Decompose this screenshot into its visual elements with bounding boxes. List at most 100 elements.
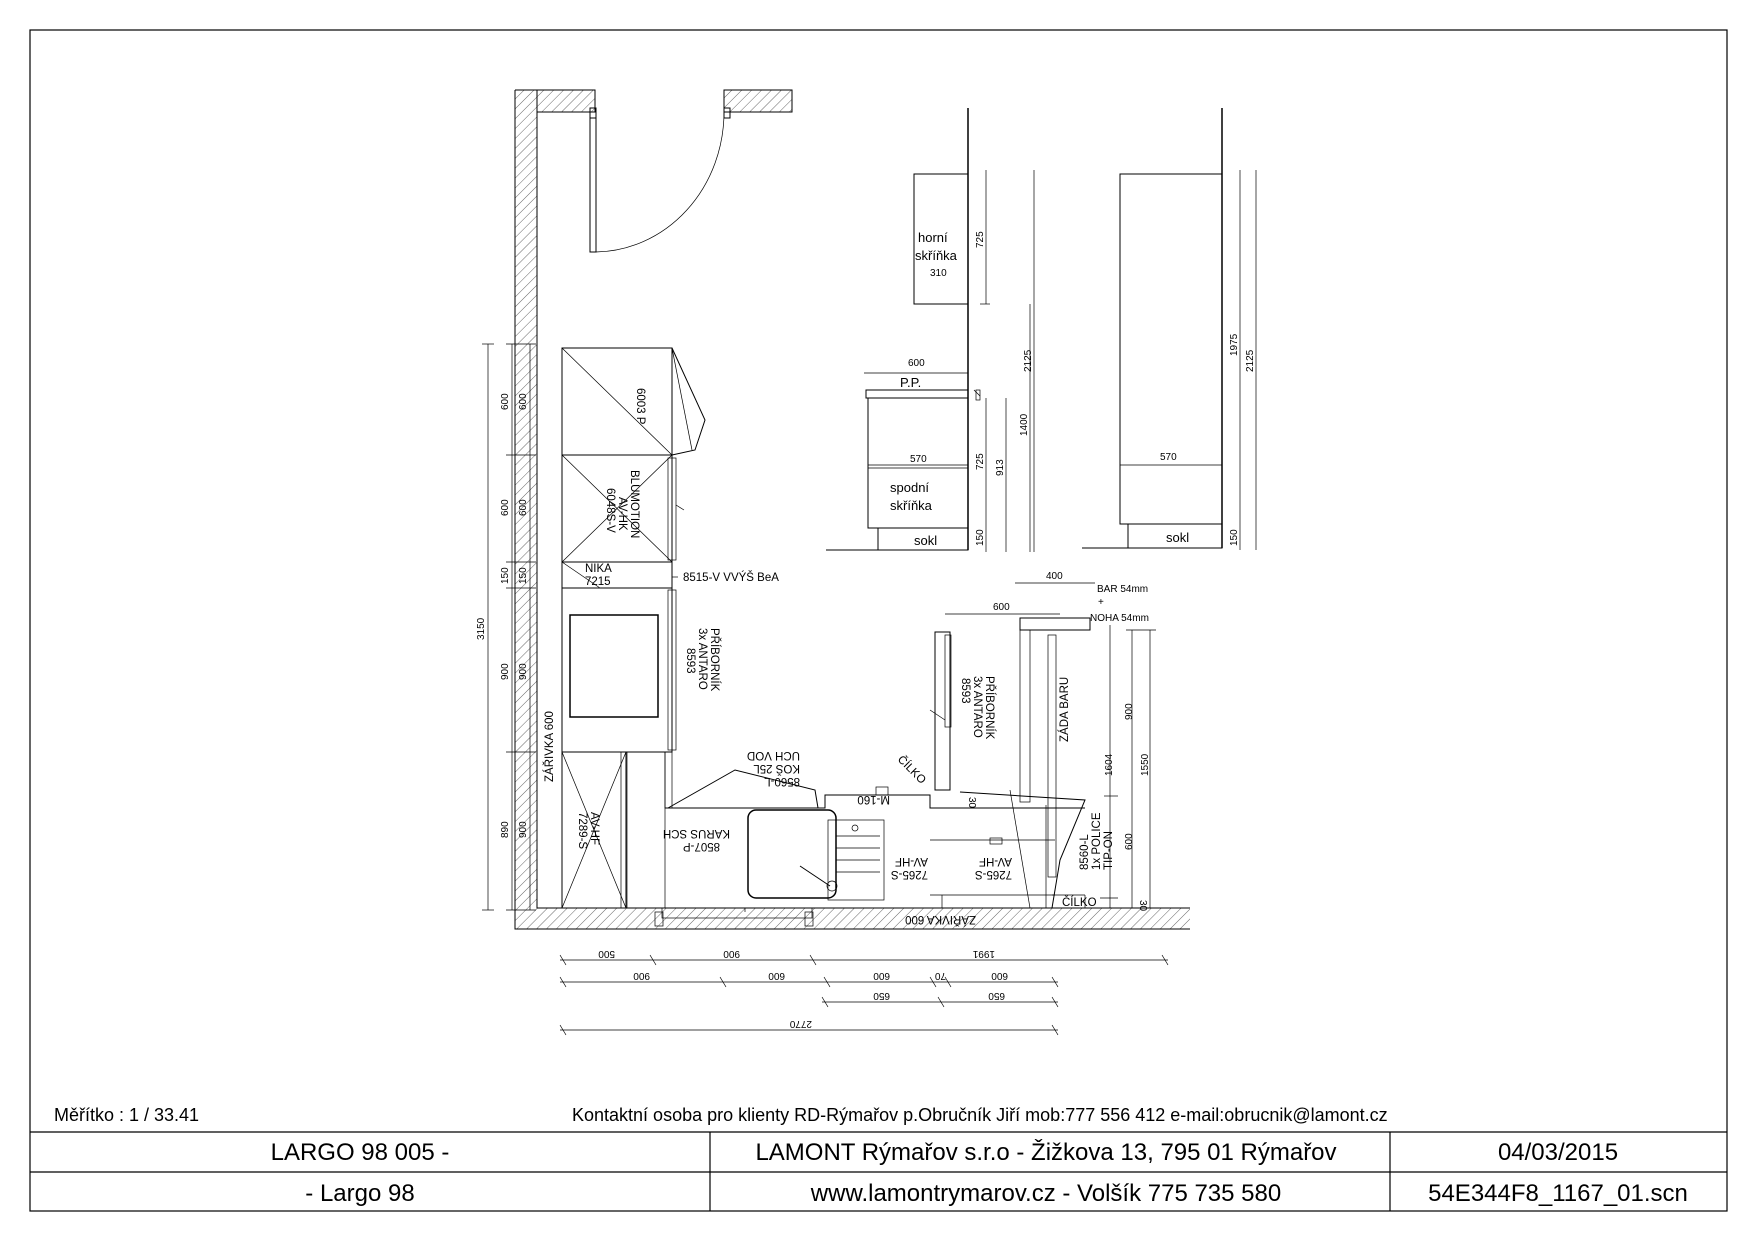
dim-in-900b: 900 — [518, 821, 529, 838]
label-6048-1: 6048S-V — [604, 488, 616, 533]
dim-600-top: 600 — [993, 602, 1010, 613]
dim-in-600a: 600 — [518, 393, 529, 410]
project-name: LARGO 98 005 - — [271, 1139, 450, 1166]
dim-b2-600a: 600 — [768, 970, 785, 981]
dim-400: 400 — [1046, 571, 1063, 582]
label-7265a-1: 7265-S — [891, 868, 928, 880]
label-horni-2: skříňka — [915, 248, 958, 263]
label-8560l2-3: TIP-ON — [1103, 831, 1115, 870]
dim-b1-900: 900 — [723, 948, 740, 959]
label-nika-2: 7215 — [585, 576, 611, 588]
dim-right-600: 600 — [1124, 833, 1135, 850]
dim-b1-1991: 1991 — [972, 948, 995, 959]
dim-in-600b: 600 — [518, 499, 529, 516]
dim-1975: 1975 — [1229, 333, 1240, 356]
label-cilko-2: ČÍLKO — [1062, 896, 1097, 909]
label-7289-1: 7289-S — [576, 812, 588, 849]
dim-b3-650b: 650 — [988, 990, 1005, 1001]
label-8560l2-2: 1x POLICE — [1091, 812, 1103, 870]
dim-bottom — [559, 954, 1169, 1036]
label-7265b-1: 7265-S — [975, 868, 1012, 880]
label-8507-1: 8507-P — [683, 840, 720, 852]
label-plus: + — [1098, 597, 1104, 608]
label-8593b-3: PŘÍBORNÍK — [983, 676, 996, 740]
plan-left-column — [561, 347, 706, 909]
label-zada-baru: ZÁDA BARU — [1058, 677, 1071, 742]
label-horni-1: horní — [918, 230, 948, 245]
dim-right — [945, 582, 1156, 908]
dim-left-150: 150 — [500, 567, 511, 584]
label-noha: NOHA 54mm — [1090, 613, 1149, 624]
label-8507-2: KARUS SCH — [663, 827, 730, 839]
model-name: - Largo 98 — [305, 1180, 414, 1207]
plan-bottom-run — [654, 769, 1086, 927]
dim-b4-2770: 2770 — [789, 1018, 812, 1029]
date-field: 04/03/2015 — [1498, 1139, 1618, 1166]
label-8560-2: KOŠ 25L — [753, 762, 800, 775]
dim-left-890: 890 — [500, 821, 511, 838]
label-spodni-2: skříňka — [890, 498, 933, 513]
label-8593a-2: 3x ANTARO — [696, 628, 708, 690]
dim-right-1550: 1550 — [1140, 753, 1151, 776]
title-block — [30, 1131, 1727, 1211]
dim-left-600b: 600 — [500, 499, 511, 516]
label-8560-3: UCH VOD — [747, 749, 800, 761]
dim-30a: 30 — [966, 797, 977, 809]
company-line: LAMONT Rýmařov s.r.o - Žižkova 13, 795 0… — [755, 1139, 1336, 1166]
contact-line: Kontaktní osoba pro klienty RD-Rýmařov p… — [572, 1105, 1388, 1125]
dim-2125-tall: 2125 — [1245, 349, 1256, 372]
dim-2125: 2125 — [1023, 349, 1034, 372]
label-m160: M-160 — [857, 793, 890, 805]
section-tall — [1082, 108, 1257, 550]
label-sokl-2: sokl — [1166, 530, 1189, 545]
dim-150-1: 150 — [975, 529, 986, 546]
dim-b3-650a: 650 — [873, 990, 890, 1001]
dim-left-900: 900 — [500, 663, 511, 680]
dim-b2-600b: 600 — [873, 970, 890, 981]
dim-913: 913 — [995, 459, 1006, 476]
label-7265b-2: AV-HF — [979, 855, 1012, 867]
scale-label: Měřítko : 1 / 33.41 — [54, 1105, 199, 1125]
dim-b1-500: 500 — [598, 948, 615, 959]
label-nika-1: NIKA — [585, 563, 612, 575]
dim-725-upper: 725 — [975, 231, 986, 248]
dim-1400: 1400 — [1019, 413, 1030, 436]
dim-600-depth: 600 — [908, 358, 925, 369]
label-zarivka-2: ZÁŘIVKA 600 — [905, 913, 976, 926]
plan-right-column — [929, 617, 1091, 908]
dim-in-900a: 900 — [518, 663, 529, 680]
wall-plan — [514, 89, 1190, 930]
file-name: 54E344F8_1167_01.scn — [1428, 1180, 1688, 1207]
dim-570: 570 — [910, 454, 927, 465]
label-8593a-3: PŘÍBORNÍK — [708, 628, 721, 692]
label-cilko-1: ČÍLKO — [895, 753, 929, 787]
label-bar: BAR 54mm — [1097, 584, 1148, 595]
drawing-frame — [29, 29, 1728, 1212]
dim-right-1604: 1604 — [1104, 753, 1115, 776]
dim-570-tall: 570 — [1160, 452, 1177, 463]
dim-30b: 30 — [1137, 900, 1148, 912]
web-line: www.lamontrymarov.cz - Volšík 775 735 58… — [810, 1180, 1281, 1207]
label-pp: P.P. — [900, 375, 921, 390]
label-8560l2-1: 8560-L — [1079, 834, 1091, 870]
label-7289-2: AV-HF — [588, 812, 600, 845]
dim-left-600a: 600 — [500, 393, 511, 410]
label-8593b-2: 3x ANTARO — [971, 676, 983, 738]
door-swing — [589, 107, 731, 253]
label-8560-1: 8560-L — [764, 775, 800, 787]
label-6003: 6003 P — [634, 388, 646, 425]
label-8593a-1: 8593 — [684, 648, 696, 674]
label-7265a-2: AV-HF — [895, 855, 928, 867]
dim-310: 310 — [930, 268, 947, 279]
label-8515: 8515-V VVÝŠ BeA — [683, 571, 779, 584]
dim-b2-900: 900 — [633, 970, 650, 981]
dim-b2-70: 70 — [934, 970, 946, 981]
dim-150-2: 150 — [1229, 529, 1240, 546]
label-sokl-1: sokl — [914, 533, 937, 548]
label-8593b-1: 8593 — [959, 678, 971, 704]
label-6048-2: AV-HK — [616, 497, 628, 531]
label-6048-3: BLUMOTION — [628, 470, 640, 538]
label-zarivka-1: ZÁŘIVKA 600 — [543, 711, 556, 782]
dim-left — [482, 343, 536, 911]
